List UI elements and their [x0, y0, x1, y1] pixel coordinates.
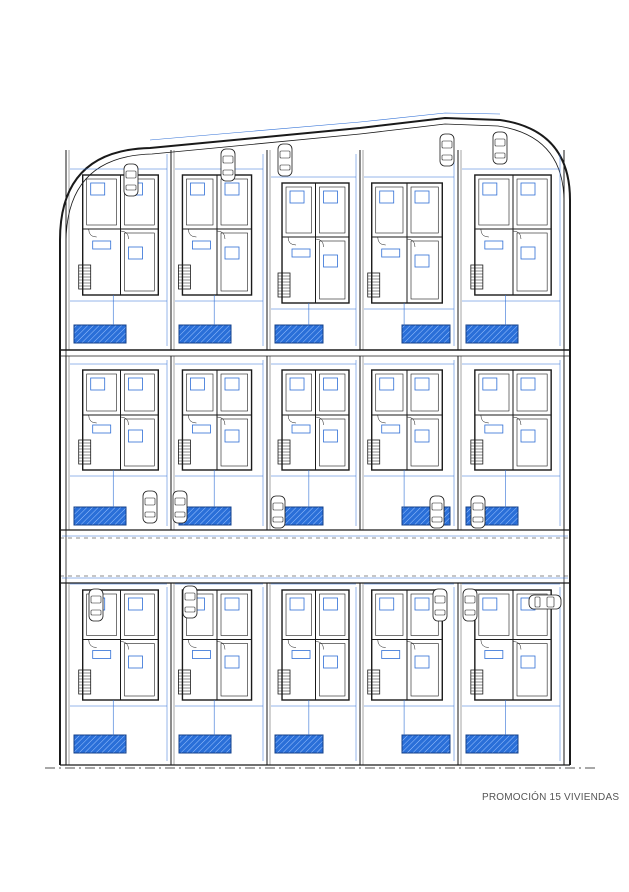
car-icon: [220, 148, 236, 182]
plot: [65, 150, 159, 350]
site-boundary: [45, 116, 595, 769]
staircase-icon: [277, 272, 291, 298]
pool-icon: [274, 324, 324, 344]
plot: [170, 356, 253, 530]
pool-icon: [178, 324, 232, 344]
car-icon: [432, 588, 448, 622]
car-icon: [123, 163, 139, 197]
staircase-icon: [78, 669, 92, 695]
staircase-icon: [470, 264, 484, 290]
staircase-icon: [178, 264, 191, 290]
pool-icon: [465, 324, 519, 344]
staircase-icon: [367, 669, 381, 695]
staircase-icon: [367, 439, 381, 465]
plot: [457, 583, 552, 765]
block-dividers: [60, 349, 570, 584]
staircase-icon: [78, 264, 92, 290]
pool-icon: [178, 734, 232, 754]
pool-icon: [465, 734, 519, 754]
staircase-icon: [277, 439, 291, 465]
car-icon: [172, 490, 188, 524]
plan-caption: PROMOCIÓN 15 VIVIENDAS: [482, 792, 620, 803]
plot: [65, 356, 159, 530]
car-icon: [429, 495, 445, 529]
staircase-icon: [367, 272, 381, 298]
staircase-icon: [78, 439, 92, 465]
plot: [266, 150, 350, 350]
pool-icon: [73, 506, 127, 526]
pool-icon: [401, 324, 451, 344]
staircase-icon: [470, 669, 484, 695]
plot: [359, 150, 451, 350]
staircase-icon: [178, 669, 191, 695]
car-icon: [182, 585, 198, 619]
plot: [170, 150, 253, 350]
car-icon: [142, 490, 158, 524]
car-icon: [462, 588, 478, 622]
car-icon: [439, 133, 455, 167]
dimension-lines: [62, 112, 568, 761]
parking-cars: [88, 131, 562, 622]
car-icon: [270, 495, 286, 529]
plot: [170, 583, 253, 765]
housing-plots: [65, 150, 565, 765]
car-icon: [277, 143, 293, 177]
plot: [457, 150, 552, 350]
car-icon: [492, 131, 508, 165]
staircase-icon: [470, 439, 484, 465]
plot: [359, 583, 451, 765]
car-icon: [470, 495, 486, 529]
pool-icon: [274, 734, 324, 754]
staircase-icon: [178, 439, 191, 465]
plot: [266, 583, 350, 765]
pool-icon: [401, 734, 451, 754]
pool-icon: [73, 324, 127, 344]
plot: [65, 583, 159, 765]
car-icon: [528, 594, 562, 610]
staircase-icon: [277, 669, 291, 695]
pool-icon: [73, 734, 127, 754]
car-icon: [88, 588, 104, 622]
